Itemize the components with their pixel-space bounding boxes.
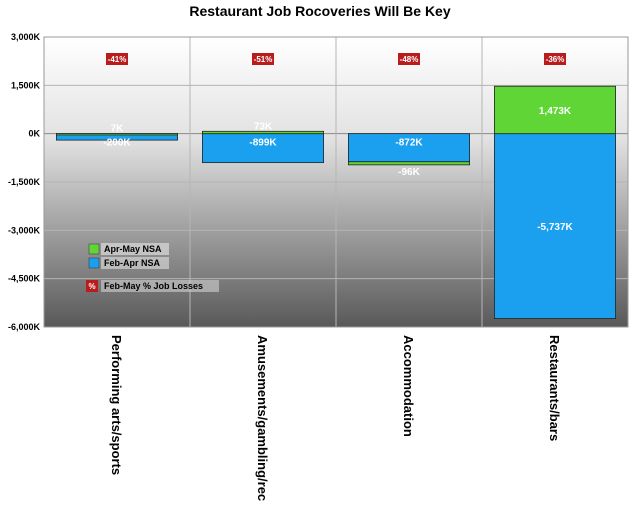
- bar-apr-may: [494, 85, 616, 135]
- data-labels: 7K -200K 73K -899K -96K -872K 1,473K -5,737K: [103, 106, 573, 233]
- bar-apr-may: [56, 133, 178, 136]
- pct-badge: [252, 53, 274, 65]
- y-tick-label: -4,500K: [8, 274, 41, 284]
- data-label-feb-apr: -899K: [249, 138, 277, 149]
- category-label: Performing arts/sports: [109, 335, 124, 475]
- pct-badge-label: -36%: [546, 55, 565, 64]
- bars: [56, 85, 616, 319]
- x-axis: Performing arts/sports Amusements/gamblin…: [109, 335, 562, 501]
- bar-feb-apr: [494, 133, 616, 319]
- pct-badge: [398, 53, 420, 65]
- y-tick-label: 0K: [28, 129, 40, 139]
- y-tick-label: 1,500K: [11, 80, 41, 90]
- data-label-feb-apr: -200K: [103, 138, 131, 149]
- bar-apr-may: [348, 161, 470, 166]
- y-tick-label: 3,000K: [11, 32, 41, 42]
- pct-badge: [106, 53, 128, 65]
- y-tick-label: -6,000K: [8, 322, 41, 332]
- y-tick-label: -3,000K: [8, 225, 41, 235]
- legend-swatch-apr-may: [88, 243, 100, 255]
- pct-badges: -41% -51% -48% -36%: [106, 53, 566, 65]
- category-label: Restaurants/bars: [547, 335, 562, 441]
- pct-badge-label: -51%: [254, 55, 273, 64]
- legend-swatch-feb-apr: [88, 257, 100, 269]
- legend-bg-feb-apr: [101, 257, 169, 269]
- legend-swatch-pct: [86, 280, 98, 292]
- data-label-apr-may: 73K: [254, 121, 273, 132]
- legend-label-apr-may: Apr-May NSA: [104, 244, 162, 254]
- data-label-apr-may: 7K: [111, 123, 125, 134]
- category-label: Accommodation: [401, 335, 416, 437]
- pct-badge-label: -48%: [400, 55, 419, 64]
- bar-apr-may: [202, 130, 324, 135]
- pct-badge: [544, 53, 566, 65]
- legend-pct-marker: %: [88, 282, 95, 291]
- legend-bg-apr-may: [101, 243, 169, 255]
- y-axis: 3,000K 1,500K 0K -1,500K -3,000K -4,500K -6,00…: [8, 32, 41, 332]
- data-label-feb-apr: -5,737K: [537, 222, 573, 233]
- data-label-apr-may: -96K: [398, 167, 420, 178]
- legend-label-feb-apr: Feb-Apr NSA: [104, 258, 161, 268]
- legend-bg-pct: [101, 280, 219, 292]
- legend-label-pct: Feb-May % Job Losses: [104, 281, 203, 291]
- category-label: Amusements/gambling/rec: [255, 335, 270, 501]
- legend: Apr-May NSA Feb-Apr NSA % Feb-May % Job …: [86, 243, 219, 292]
- data-label-apr-may: 1,473K: [539, 106, 572, 117]
- y-tick-label: -1,500K: [8, 177, 41, 187]
- pct-badge-label: -41%: [108, 55, 127, 64]
- plot-frame: [43, 36, 629, 328]
- data-label-feb-apr: -872K: [395, 138, 423, 149]
- bar-feb-apr: [348, 133, 470, 163]
- chart-title: Restaurant Job Rocoveries Will Be Key: [189, 3, 451, 19]
